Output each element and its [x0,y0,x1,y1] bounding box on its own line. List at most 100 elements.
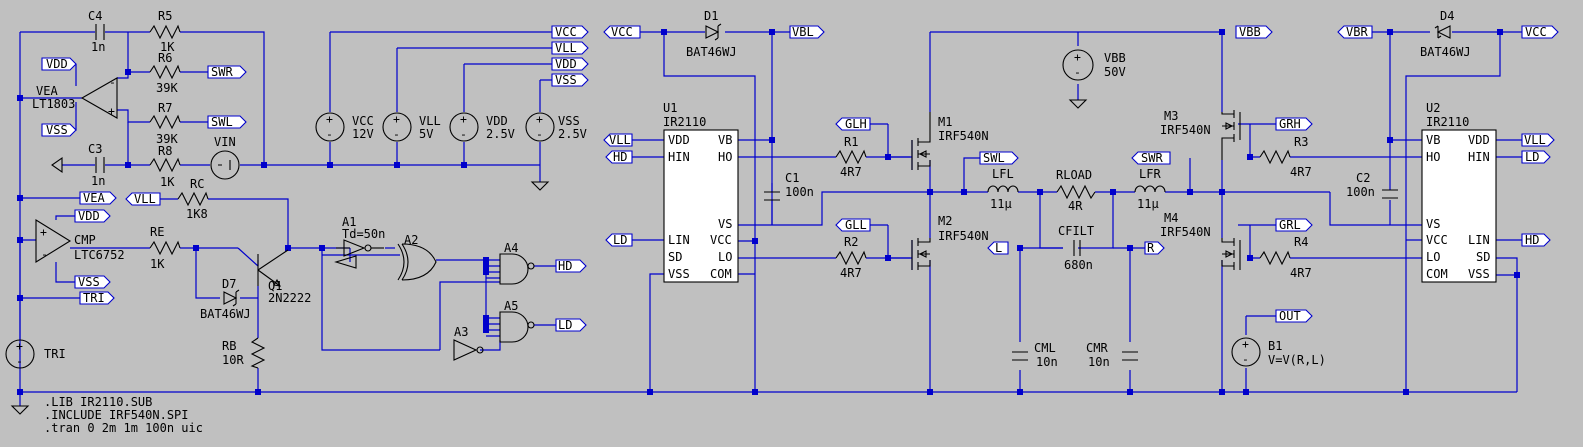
u2-pin-hin: HIN [1468,150,1490,164]
d1-model: BAT46WJ [686,45,737,59]
m2-model: IRF540N [938,229,989,243]
m4-ref: M4 [1164,211,1178,225]
rload-value: 4R [1068,199,1083,213]
gate-a4: A4 [499,241,535,285]
flag-grl: GRL [1275,218,1313,232]
source-vss: + - VSS 2.5V [525,112,587,142]
svg-text:VDD: VDD [555,57,577,71]
lfr-value: 11µ [1137,197,1159,211]
svg-text:HD: HD [558,259,572,273]
capacitor-c3: C3 1n [88,142,105,188]
svg-text:GLL: GLL [845,218,867,232]
inductor-lfr: LFR 11µ [1134,167,1166,211]
rc-ref: RC [190,177,204,191]
ic-u2: U2 IR2110 VB HO VS VCC LO COM VDD HIN LI… [1421,101,1497,283]
m4-model: IRF540N [1160,225,1211,239]
c2-ref: C2 [1356,171,1370,185]
directive-tran: .tran 0 2m 1m 100n uic [44,421,203,435]
d1-ref: D1 [704,9,718,23]
mosfet-m1: M1 IRF540N [911,112,989,170]
svg-text:VCC: VCC [611,25,633,39]
re-ref: RE [150,225,164,239]
diode-d7: D7 BAT46WJ [200,277,251,321]
rb-value: 10R [222,353,244,367]
svg-text:VDD: VDD [78,209,100,223]
u2-pin-lin: LIN [1468,233,1490,247]
flag-ld-u2: LD [1521,150,1551,164]
m2-ref: M2 [938,214,952,228]
u2-model: IR2110 [1426,115,1469,129]
c1-ref: C1 [785,171,799,185]
flag-vss-opamp: VSS [41,123,77,137]
u1-ref: U1 [663,101,677,115]
directive-include: .INCLUDE IRF540N.SPI [44,408,189,422]
u1-pin-vcc: VCC [710,233,732,247]
flag-out: OUT [1275,309,1313,323]
r2-ref: R2 [844,235,858,249]
svg-text:VEA: VEA [83,191,105,205]
svg-text:HD: HD [1525,233,1539,247]
svg-text:+: + [536,112,543,126]
m3-model: IRF540N [1160,123,1211,137]
cml-ref: CML [1034,341,1056,355]
flag-swr: SWR [1131,151,1171,165]
u2-ref: U2 [1426,101,1440,115]
vll-src-value: 5V [419,127,433,141]
u1-pin-com: COM [710,267,732,281]
lfl-value: 11µ [990,197,1012,211]
flag-hd-u2: HD [1521,233,1551,247]
r5-ref: R5 [158,9,172,23]
spice-directives: .LIB IR2110.SUB .INCLUDE IRF540N.SPI .tr… [44,395,203,435]
svg-text:VLL: VLL [1524,133,1546,147]
r7-value: 39K [156,132,178,146]
r6-value: 39K [156,81,178,95]
source-vbb: + - VBB 50V [1062,49,1126,109]
flag-vll-top: VLL [551,41,589,55]
rb-ref: RB [222,339,236,353]
svg-text:-: - [460,127,467,141]
svg-text:GLH: GLH [845,117,867,131]
flag-vss-cmp: VSS [74,275,111,289]
cmp-model: LTC6752 [74,248,125,262]
svg-text:VSS: VSS [46,123,68,137]
resistor-r5: R5 1K [149,9,181,54]
comparator-cmp: + - CMP LTC6752 [35,219,125,263]
u1-model: IR2110 [663,115,706,129]
flag-r: R [1144,241,1165,255]
flag-vcc-u2: VCC [1521,25,1559,39]
c3-value: 1n [91,174,105,188]
gate-a1: A1 Td=50n [334,215,385,269]
flag-tri: TRI [79,291,115,305]
mosfet-m2: M2 IRF540N [911,214,989,270]
svg-text:-: - [41,247,48,261]
flag-vll-u2: VLL [1521,133,1555,147]
cmr-value: 10n [1088,355,1110,369]
q1-model: 2N2222 [268,291,311,305]
r8-value: 1K [160,175,175,189]
flag-vcc-u1: VCC [603,25,641,39]
c4-value: 1n [91,40,105,54]
d4-ref: D4 [1440,9,1454,23]
svg-text:+: + [1074,50,1081,64]
source-b1: + - B1 V=V(R,L) [1231,337,1326,367]
flag-vcc-top: VCC [551,25,589,39]
gate-a2: A2 [397,233,437,281]
vdd-src-value: 2.5V [486,127,515,141]
cmr-ref: CMR [1086,341,1108,355]
r4-value: 4R7 [1290,266,1312,280]
svg-text:LD: LD [1525,150,1539,164]
gate-a3: A3 [453,325,484,361]
flag-vll-rc: VLL [125,192,161,206]
capacitor-cmr: CMR 10n [1086,341,1138,369]
d7-model: BAT46WJ [200,307,251,321]
capacitor-cfilt: CFILT 680n [1058,224,1094,272]
u1-pin-lin: LIN [668,233,690,247]
u2-pin-sd: SD [1476,250,1490,264]
svg-text:-: - [536,127,543,141]
svg-text:+: + [16,339,23,353]
lfr-ref: LFR [1139,167,1161,181]
u1-pin-vss: VSS [668,267,690,281]
source-vin: VIN [210,135,240,180]
svg-text:R: R [1147,241,1155,255]
cml-value: 10n [1036,355,1058,369]
